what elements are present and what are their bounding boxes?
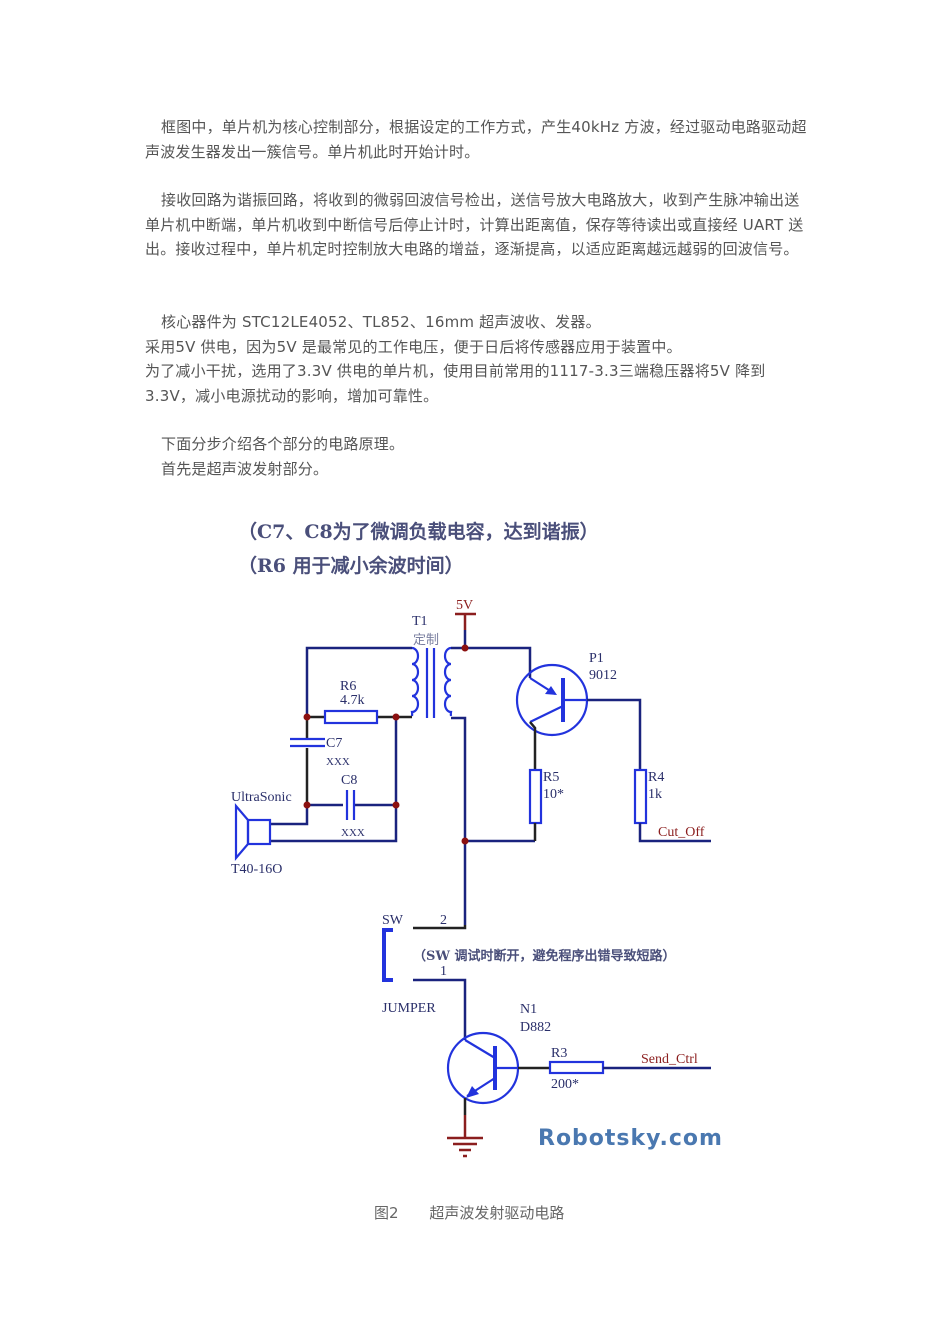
- capacitor-c8: C8 XXX: [341, 773, 365, 839]
- paragraph-line: 下面分步介绍各个部分的电路原理。: [161, 435, 405, 453]
- t1-value: 定制: [413, 633, 439, 648]
- resistor-r3: R3 200*: [548, 1046, 605, 1092]
- figure-title: 超声波发射驱动电路: [429, 1204, 565, 1222]
- figure-note-r6: （R6 用于减小余波时间）: [238, 554, 464, 577]
- p1-ref: P1: [589, 651, 604, 666]
- net-send-ctrl: Send_Ctrl: [641, 1052, 698, 1067]
- power-5v-symbol: 5V: [455, 598, 476, 650]
- watermark-logo: Robotsky.com: [538, 1126, 723, 1151]
- junction-nodes: [303, 644, 469, 845]
- sw-pin1: 1: [440, 964, 447, 979]
- sw-pin2: 2: [440, 913, 447, 928]
- r6-value: 4.7k: [340, 693, 365, 708]
- r3-value: 200*: [551, 1077, 579, 1092]
- c7-ref: C7: [326, 736, 342, 751]
- r5-ref: R5: [543, 770, 559, 785]
- transistor-n1: N1 D882: [446, 1002, 551, 1105]
- p1-value: 9012: [589, 668, 617, 683]
- paragraph-components: 核心器件为 STC12LE4052、TL852、16mm 超声波收、发器。 采用…: [145, 310, 809, 408]
- resistor-r6: R6 4.7k: [323, 679, 379, 725]
- paragraph-text: 接收回路为谐振回路，将收到的微弱回波信号检出，送信号放大电路放大，收到产生脉冲输…: [145, 191, 804, 258]
- figure-note-c7c8: （C7、C8为了微调负载电容，达到谐振）: [238, 520, 599, 543]
- ultrasonic-transducer: UltraSonic T40-16O: [231, 790, 292, 877]
- c8-ref: C8: [341, 773, 357, 788]
- t1-ref: T1: [412, 614, 428, 629]
- paragraph-line: 采用5V 供电，因为5V 是最常见的工作电压，便于日后将传感器应用于装置中。: [145, 337, 682, 356]
- paragraph-intro: 框图中，单片机为核心控制部分，根据设定的工作方式，产生40kHz 方波，经过驱动…: [145, 115, 809, 164]
- transducer-ref: UltraSonic: [231, 790, 292, 805]
- r3-ref: R3: [551, 1046, 567, 1061]
- transformer-t1: T1 定制: [410, 614, 453, 718]
- net-cut-off: Cut_Off: [658, 825, 705, 840]
- sw-note: （SW 调试时断开，避免程序出错导致短路）: [413, 948, 676, 964]
- n1-value: D882: [520, 1020, 551, 1035]
- figure-caption: 图2 超声波发射驱动电路: [374, 1202, 564, 1223]
- jumper-sw: SW 2 1 JUMPER （SW 调试时断开，避免程序出错导致短路）: [382, 913, 676, 1040]
- paragraph-line: 首先是超声波发射部分。: [161, 459, 329, 478]
- power-label: 5V: [456, 598, 473, 613]
- r5-value: 10*: [543, 787, 564, 802]
- paragraph-outline: 下面分步介绍各个部分的电路原理。 首先是超声波发射部分。: [145, 432, 809, 481]
- paragraph-line: 为了减小干扰，选用了3.3V 供电的单片机，使用目前常用的1117-3.3三端稳…: [145, 362, 766, 405]
- n1-ref: N1: [520, 1002, 537, 1017]
- c7-value: XXX: [326, 756, 350, 768]
- resistor-r5: R5 10*: [528, 768, 564, 825]
- r6-ref: R6: [340, 679, 356, 694]
- paragraph-receiver: 接收回路为谐振回路，将收到的微弱回波信号检出，送信号放大电路放大，收到产生脉冲输…: [145, 188, 809, 262]
- sw-type: JUMPER: [382, 1001, 436, 1016]
- figure-number: 图2: [374, 1204, 399, 1222]
- resistor-r4: R4 1k: [633, 768, 664, 825]
- ground-icon: [447, 1098, 483, 1158]
- r4-ref: R4: [648, 770, 664, 785]
- r4-value: 1k: [648, 787, 662, 802]
- transducer-value: T40-16O: [231, 862, 282, 877]
- c8-value: XXX: [341, 827, 365, 839]
- sw-ref: SW: [382, 913, 404, 928]
- paragraph-text: 框图中，单片机为核心控制部分，根据设定的工作方式，产生40kHz 方波，经过驱动…: [145, 118, 807, 161]
- capacitor-c7: C7 XXX: [290, 736, 350, 768]
- paragraph-line: 核心器件为 STC12LE4052、TL852、16mm 超声波收、发器。: [161, 313, 601, 331]
- transistor-p1: P1 9012: [515, 651, 617, 737]
